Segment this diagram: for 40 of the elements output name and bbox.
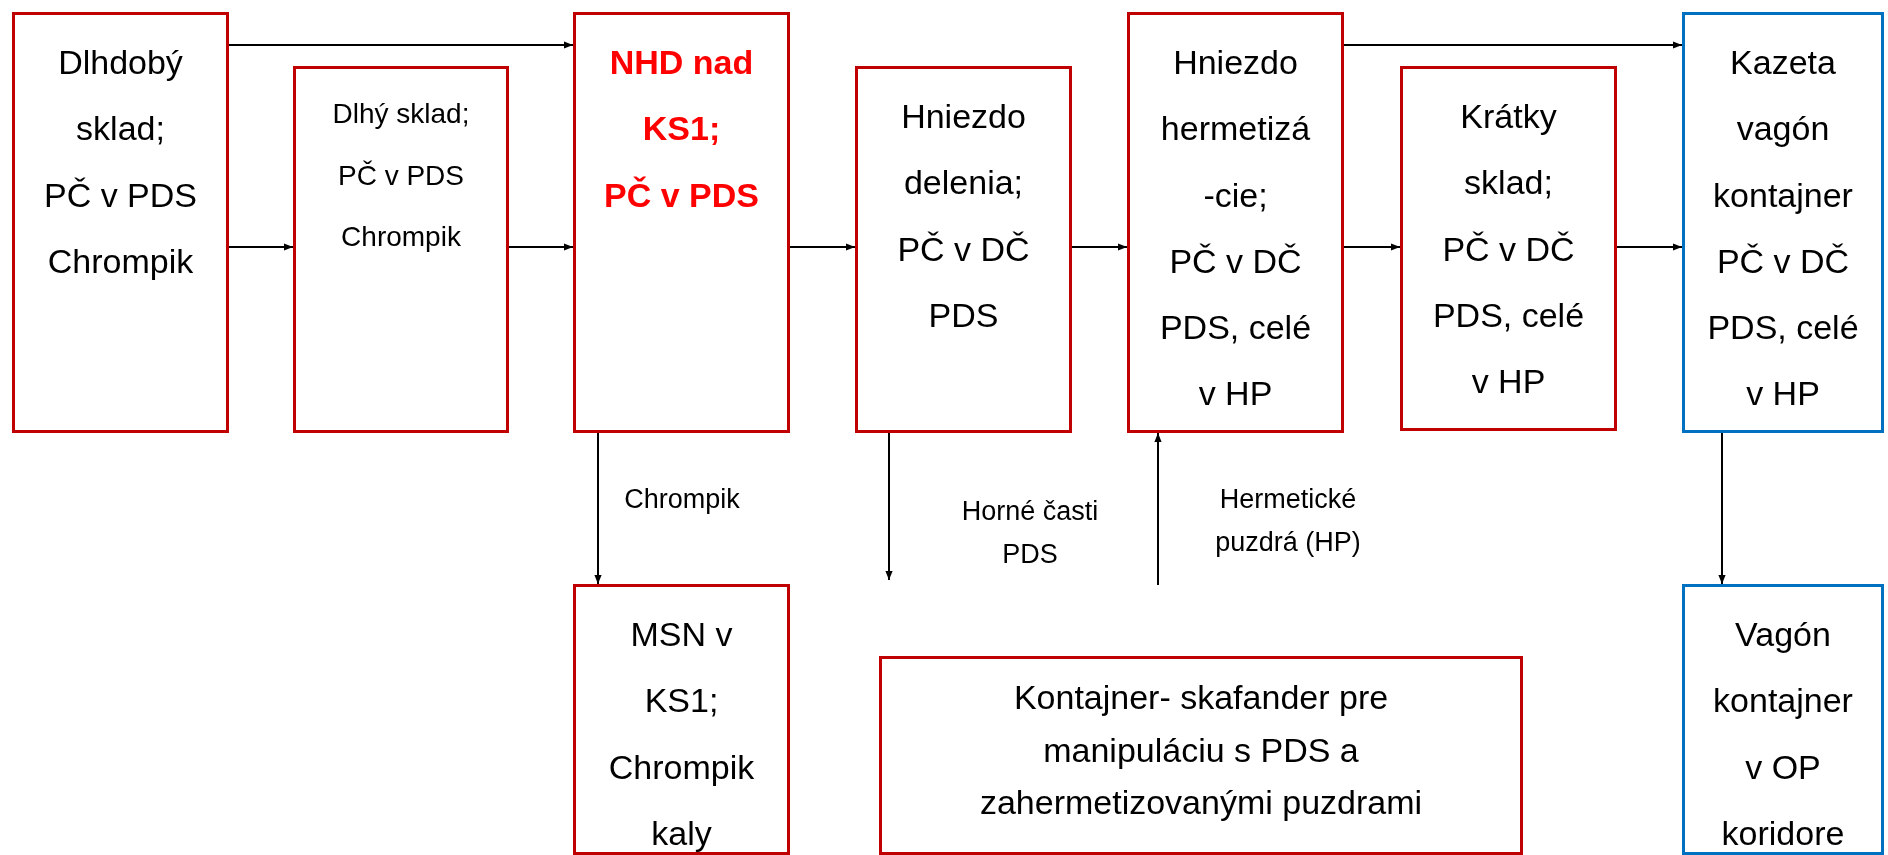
process-box xyxy=(1400,66,1617,431)
box-text: PČ v DČ PDS, celé v HP xyxy=(1706,240,1860,415)
box-text: PČ v PDS Chrompik xyxy=(42,174,198,282)
box-text: Kazeta vagón kontajner xyxy=(1712,42,1854,216)
arrow xyxy=(594,432,602,585)
box-text: PČ v DČ PDS xyxy=(896,228,1031,336)
process-box xyxy=(12,12,229,433)
process-box xyxy=(293,66,509,433)
box-text: Hniezdo hermetizá -cie; xyxy=(1159,42,1312,216)
process-box xyxy=(573,12,790,433)
arrow xyxy=(1343,243,1401,251)
arrow xyxy=(1154,432,1162,586)
arrow xyxy=(1718,432,1726,585)
box-text: Krátky sklad; xyxy=(1459,96,1558,204)
arrow xyxy=(1071,243,1128,251)
arrow xyxy=(885,432,893,581)
box-text: PČ v PDS xyxy=(604,174,759,216)
box-text: PČ v PDS Chrompik xyxy=(337,158,465,255)
process-box xyxy=(1682,12,1884,433)
box-text: Dlhý sklad; xyxy=(332,97,470,131)
box-text: PČ v DČ PDS, celé v HP xyxy=(1158,240,1313,415)
process-box xyxy=(1682,584,1884,855)
box-text: Dlhdobý sklad; xyxy=(57,42,184,150)
box-text: Chrompik kaly xyxy=(607,746,756,854)
process-box xyxy=(879,656,1523,855)
arrow xyxy=(1343,41,1683,49)
arrow xyxy=(789,243,856,251)
box-text: PČ v DČ PDS, celé v HP xyxy=(1431,228,1586,403)
box-text: Hniezdo delenia; xyxy=(900,96,1027,204)
box-text: MSN v KS1; xyxy=(629,614,734,722)
process-box xyxy=(573,584,790,855)
arrow xyxy=(1616,243,1683,251)
box-text: Vagón kontajner v OP koridore xyxy=(1712,614,1854,854)
process-box xyxy=(1127,12,1344,433)
box-text: Kontajner- skafander pre manipuláciu s PDS a zahermetizovanými puzdrami xyxy=(978,677,1424,824)
box-text: NHD nad KS1; xyxy=(608,42,755,150)
arrow xyxy=(508,243,574,251)
process-box xyxy=(855,66,1072,433)
arrow xyxy=(228,41,574,49)
arrow xyxy=(228,243,294,251)
